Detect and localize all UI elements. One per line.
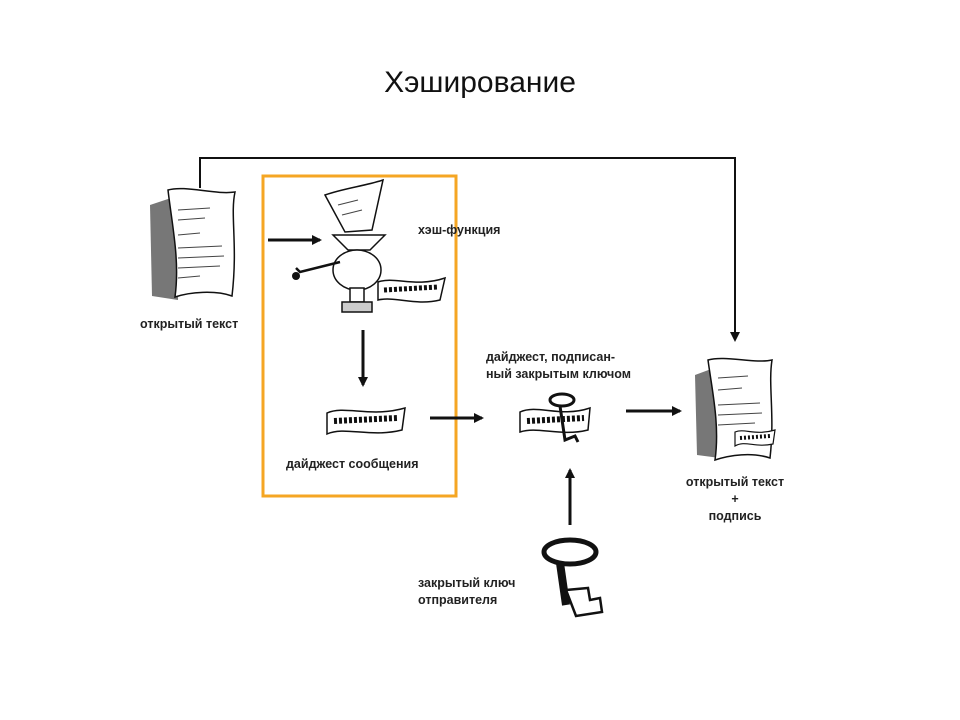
label-signed-digest-line1: дайджест, подписан- — [486, 350, 616, 364]
label-result-line2: + — [731, 492, 739, 506]
plaintext-document-icon — [150, 187, 236, 300]
hash-function-grinder-icon — [292, 178, 447, 313]
label-plaintext: открытый текст — [140, 317, 239, 331]
label-result-line3: подпись — [708, 509, 762, 523]
top-connector-arrow — [199, 157, 740, 342]
label-message-digest: дайджест сообщения — [286, 457, 419, 471]
label-result-line1: открытый текст — [685, 475, 785, 489]
hash-function-highlight-box — [261, 174, 458, 498]
label-private-key-line2: отправителя — [418, 593, 498, 607]
signed-document-icon — [695, 357, 776, 462]
slide-title: Хэширование — [384, 66, 576, 99]
signed-digest-icon — [519, 392, 591, 443]
message-digest-scroll-icon — [326, 406, 406, 436]
label-hash-function: хэш-функция — [418, 223, 501, 237]
label-signed-digest-line2: ный закрытым ключом — [486, 367, 631, 381]
label-private-key-line1: закрытый ключ — [418, 576, 516, 590]
label-result: открытый текст + подпись — [675, 474, 795, 525]
label-signed-digest: дайджест, подписан- ный закрытым ключом — [486, 349, 631, 383]
private-key-icon — [541, 537, 604, 618]
label-private-key: закрытый ключ отправителя — [418, 575, 515, 609]
